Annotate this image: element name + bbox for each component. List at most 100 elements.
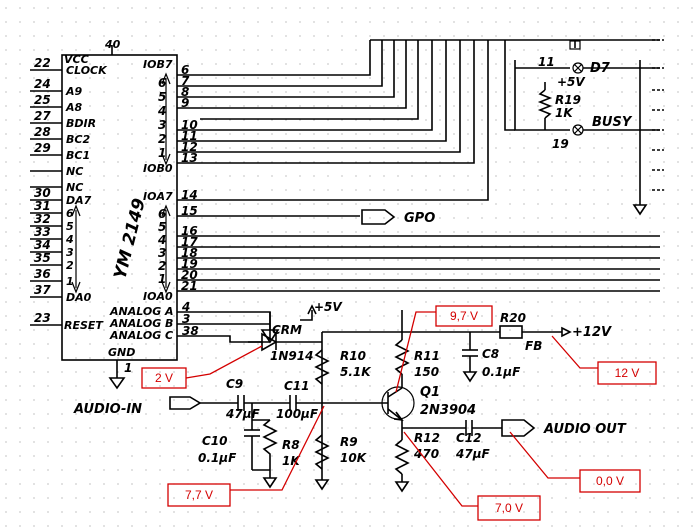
r9-label: R9 — [340, 435, 358, 449]
left-pin-number: 34 — [34, 238, 51, 252]
crm-label: CRM — [272, 323, 302, 337]
analog-c-wire — [200, 335, 270, 343]
r12-ground — [394, 481, 410, 493]
reset-pin-label: RESET — [64, 319, 104, 332]
callout-7-0v-leader — [403, 431, 478, 507]
iob-bus-arrowheads — [161, 72, 171, 166]
left-pin-label: A8 — [65, 101, 83, 114]
data-bus-arrowheads — [71, 204, 81, 294]
r10-label: R10 — [340, 349, 366, 363]
left-pin-label: BC2 — [66, 133, 90, 146]
diode-label: 1N914 — [270, 349, 313, 363]
left-pin-label: 6 — [66, 207, 74, 220]
gpo-connector — [361, 209, 396, 225]
r8-label: R8 — [282, 438, 300, 452]
audio-in-label: AUDIO-IN — [73, 402, 142, 417]
c9-value: 47µF — [225, 407, 261, 421]
callout-9-7v-box — [435, 305, 493, 327]
iob-bit-label: 3 — [158, 118, 166, 132]
iob-bit-label: 2 — [158, 132, 166, 146]
left-pin-label: DA0 — [66, 291, 92, 304]
fb-ferrite — [499, 325, 523, 339]
c8-label: C8 — [482, 347, 499, 361]
callout-12v-box — [597, 361, 657, 385]
callout-12v: 12 V — [615, 366, 640, 380]
q1-emitter-arrow — [393, 411, 404, 422]
callout-2v: 2 V — [155, 371, 173, 385]
iob7-label: IOB7 — [143, 58, 173, 71]
ioa-pin-number: 21 — [181, 279, 198, 293]
analog-pin-label: ANALOG C — [109, 329, 173, 342]
gnd-symbol — [108, 377, 126, 390]
iob-pin-number: 10 — [181, 118, 198, 132]
callout-7-0v: 7,0 V — [495, 501, 523, 515]
callout-0-0v-leader — [509, 431, 580, 479]
chip-name: YM 2149 — [110, 196, 149, 281]
gnd-label: GND — [108, 346, 135, 359]
ioa-pin-number: 18 — [181, 246, 198, 260]
q1-label: Q1 — [420, 385, 440, 400]
ioa-bit-label: 1 — [158, 272, 166, 286]
iob-bit-label: 5 — [158, 90, 166, 104]
callout-7-0v-box — [477, 495, 541, 521]
c9-label: C9 — [226, 377, 243, 391]
iob-bus-wires — [200, 39, 660, 201]
r9-value: 10K — [340, 451, 368, 465]
plus12v-label: +12V — [572, 325, 612, 340]
left-pin-label: 4 — [65, 233, 74, 246]
iob-pin-number: 7 — [181, 74, 190, 88]
left-pin-label: BC1 — [66, 149, 90, 162]
left-pin-number: 22 — [34, 56, 51, 70]
d7-label: D7 — [590, 61, 611, 76]
analog-pin-label: ANALOG A — [109, 305, 174, 318]
callout-9-7v-leader — [395, 311, 436, 393]
left-pin-number: 37 — [34, 283, 51, 297]
vcc-label: VCC — [64, 53, 89, 66]
callout-0-0v: 0,0 V — [596, 474, 624, 488]
callout-7-7v-leader — [230, 405, 325, 491]
c8-value: 0.1µF — [482, 365, 521, 379]
r10-resistor — [314, 349, 330, 385]
ioa-bit-label: 4 — [157, 233, 166, 247]
left-pin-number: 33 — [34, 225, 51, 239]
left-pin-label: BDIR — [66, 117, 96, 130]
ioa0-label: IOA0 — [143, 290, 173, 303]
ioa-bit-label: 6 — [158, 207, 166, 221]
left-pin-number: 31 — [34, 199, 51, 213]
iob-pin-number: 8 — [181, 85, 189, 99]
gnd-pin-number: 1 — [124, 361, 132, 375]
diode-1n914 — [248, 332, 278, 352]
audio-out-label: AUDIO OUT — [543, 422, 627, 437]
right-ground-symbol — [632, 204, 648, 216]
left-pin-label: NC — [66, 181, 83, 194]
c12-value: 47µF — [455, 447, 491, 461]
chip-body — [61, 54, 178, 361]
ioa-bit-label: 2 — [158, 259, 166, 273]
r9-ground — [314, 479, 330, 491]
c12-label: C12 — [456, 431, 482, 445]
left-pin-number: 32 — [34, 212, 51, 226]
left-pin-label: A9 — [65, 85, 83, 98]
ioa7-label: IOA7 — [143, 190, 173, 203]
reset-pin-number: 23 — [34, 311, 51, 325]
c11-label: C11 — [284, 379, 310, 393]
left-pin-number: 36 — [34, 267, 51, 281]
left-pin-number: 24 — [34, 77, 51, 91]
left-pin-number: 28 — [34, 125, 51, 139]
q1-part: 2N3904 — [420, 403, 476, 418]
left-pin-number: 29 — [34, 141, 51, 155]
left-pin-label: NC — [66, 165, 83, 178]
ioa-pin-number: 19 — [181, 257, 198, 271]
pin-19-label: 19 — [552, 137, 569, 151]
left-pin-label: 2 — [66, 259, 74, 272]
pin-11-label: 11 — [538, 55, 555, 69]
r11-resistor — [394, 339, 410, 375]
left-pin-label: 1 — [66, 275, 74, 288]
iob-bit-label: 4 — [157, 104, 166, 118]
plus12v-arrow — [561, 326, 572, 338]
audio-in-connector — [169, 396, 202, 410]
iob-bit-label: 6 — [158, 76, 166, 90]
